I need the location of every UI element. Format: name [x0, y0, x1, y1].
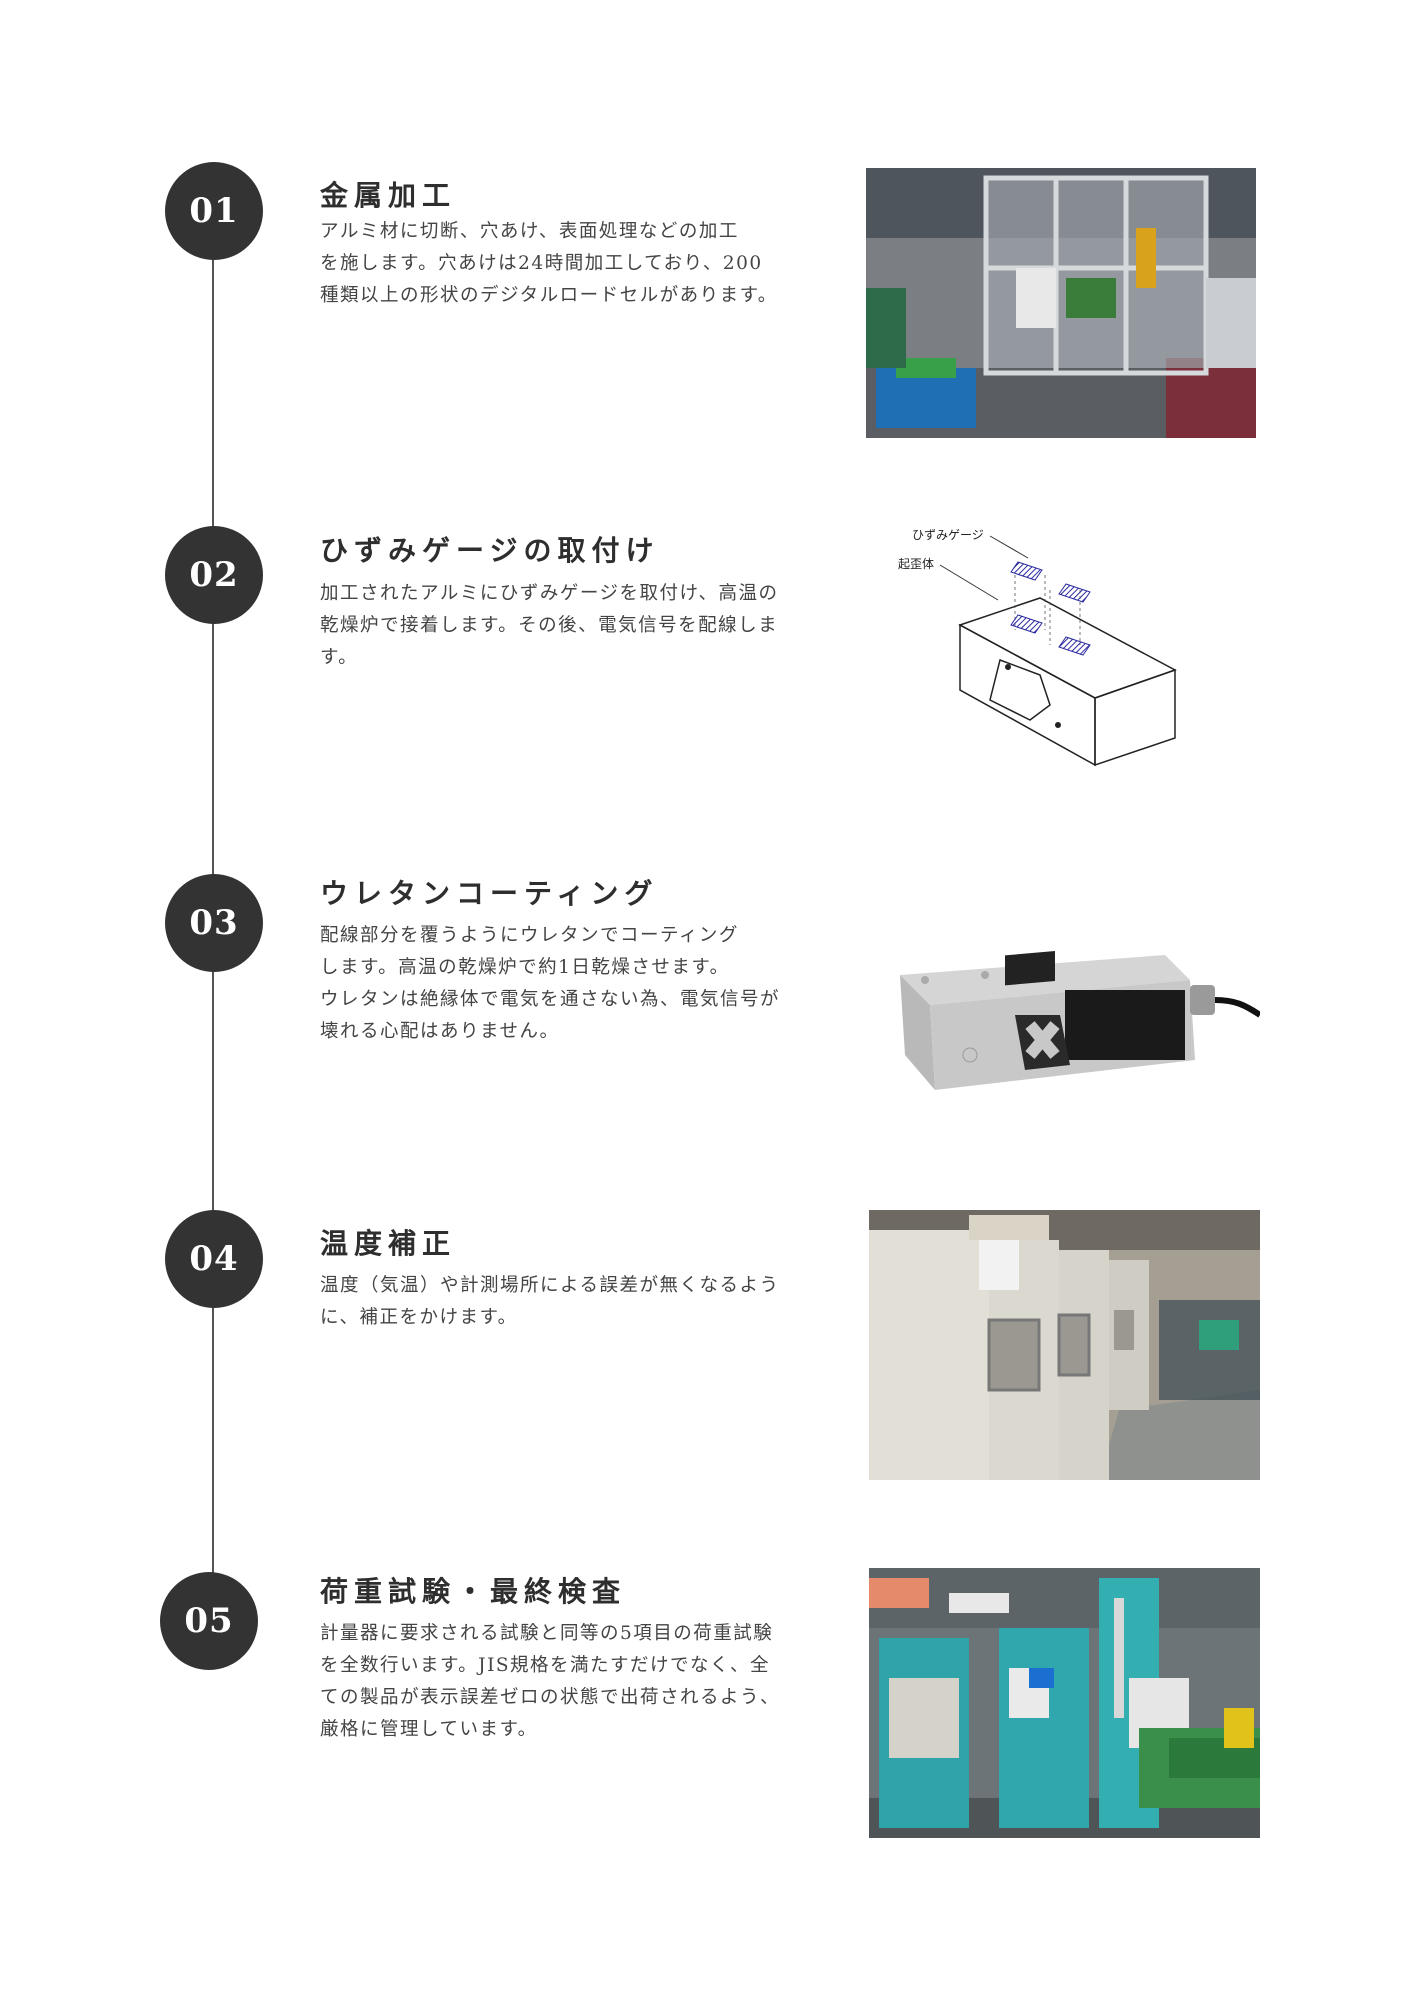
step-number-badge: 05	[160, 1572, 258, 1670]
factory-machining-cell-photo	[866, 168, 1256, 438]
step-description: 計量器に要求される試験と同等の5項目の荷重試験を全数行います。JIS規格を満たす…	[320, 1623, 781, 1740]
step-number-badge: 04	[165, 1210, 263, 1308]
step-description: アルミ材に切断、穴あけ、表面処理などの加工を施します。穴あけは24時間加工してお…	[320, 221, 778, 306]
step-number-badge: 02	[165, 526, 263, 624]
step-title: 荷重試験・最終検査	[320, 1575, 627, 1608]
load-cell-product-photo	[895, 945, 1260, 1095]
body-label: 起歪体	[898, 557, 934, 571]
step-description: 温度（気温）や計測場所による誤差が無くなるように、補正をかけます。	[320, 1275, 780, 1328]
gauge-label: ひずみゲージ	[912, 528, 984, 542]
step-title: 金属加工	[320, 179, 457, 212]
strain-gauge-diagram: ひずみゲージ 起歪体	[880, 520, 1200, 790]
step-number-badge: 03	[165, 874, 263, 972]
step-title: ウレタンコーティング	[320, 877, 659, 910]
step-title: ひずみゲージの取付け	[320, 534, 660, 567]
step-description: 配線部分を覆うようにウレタンでコーティングします。高温の乾燥炉で約1日乾燥させま…	[320, 925, 781, 1042]
load-test-machine-photo	[869, 1568, 1260, 1838]
step-title: 温度補正	[320, 1227, 457, 1260]
temperature-chamber-photo	[869, 1210, 1260, 1480]
step-description: 加工されたアルミにひずみゲージを取付け、高温の乾燥炉で接着します。その後、電気信…	[320, 583, 779, 668]
step-number-badge: 01	[165, 162, 263, 260]
